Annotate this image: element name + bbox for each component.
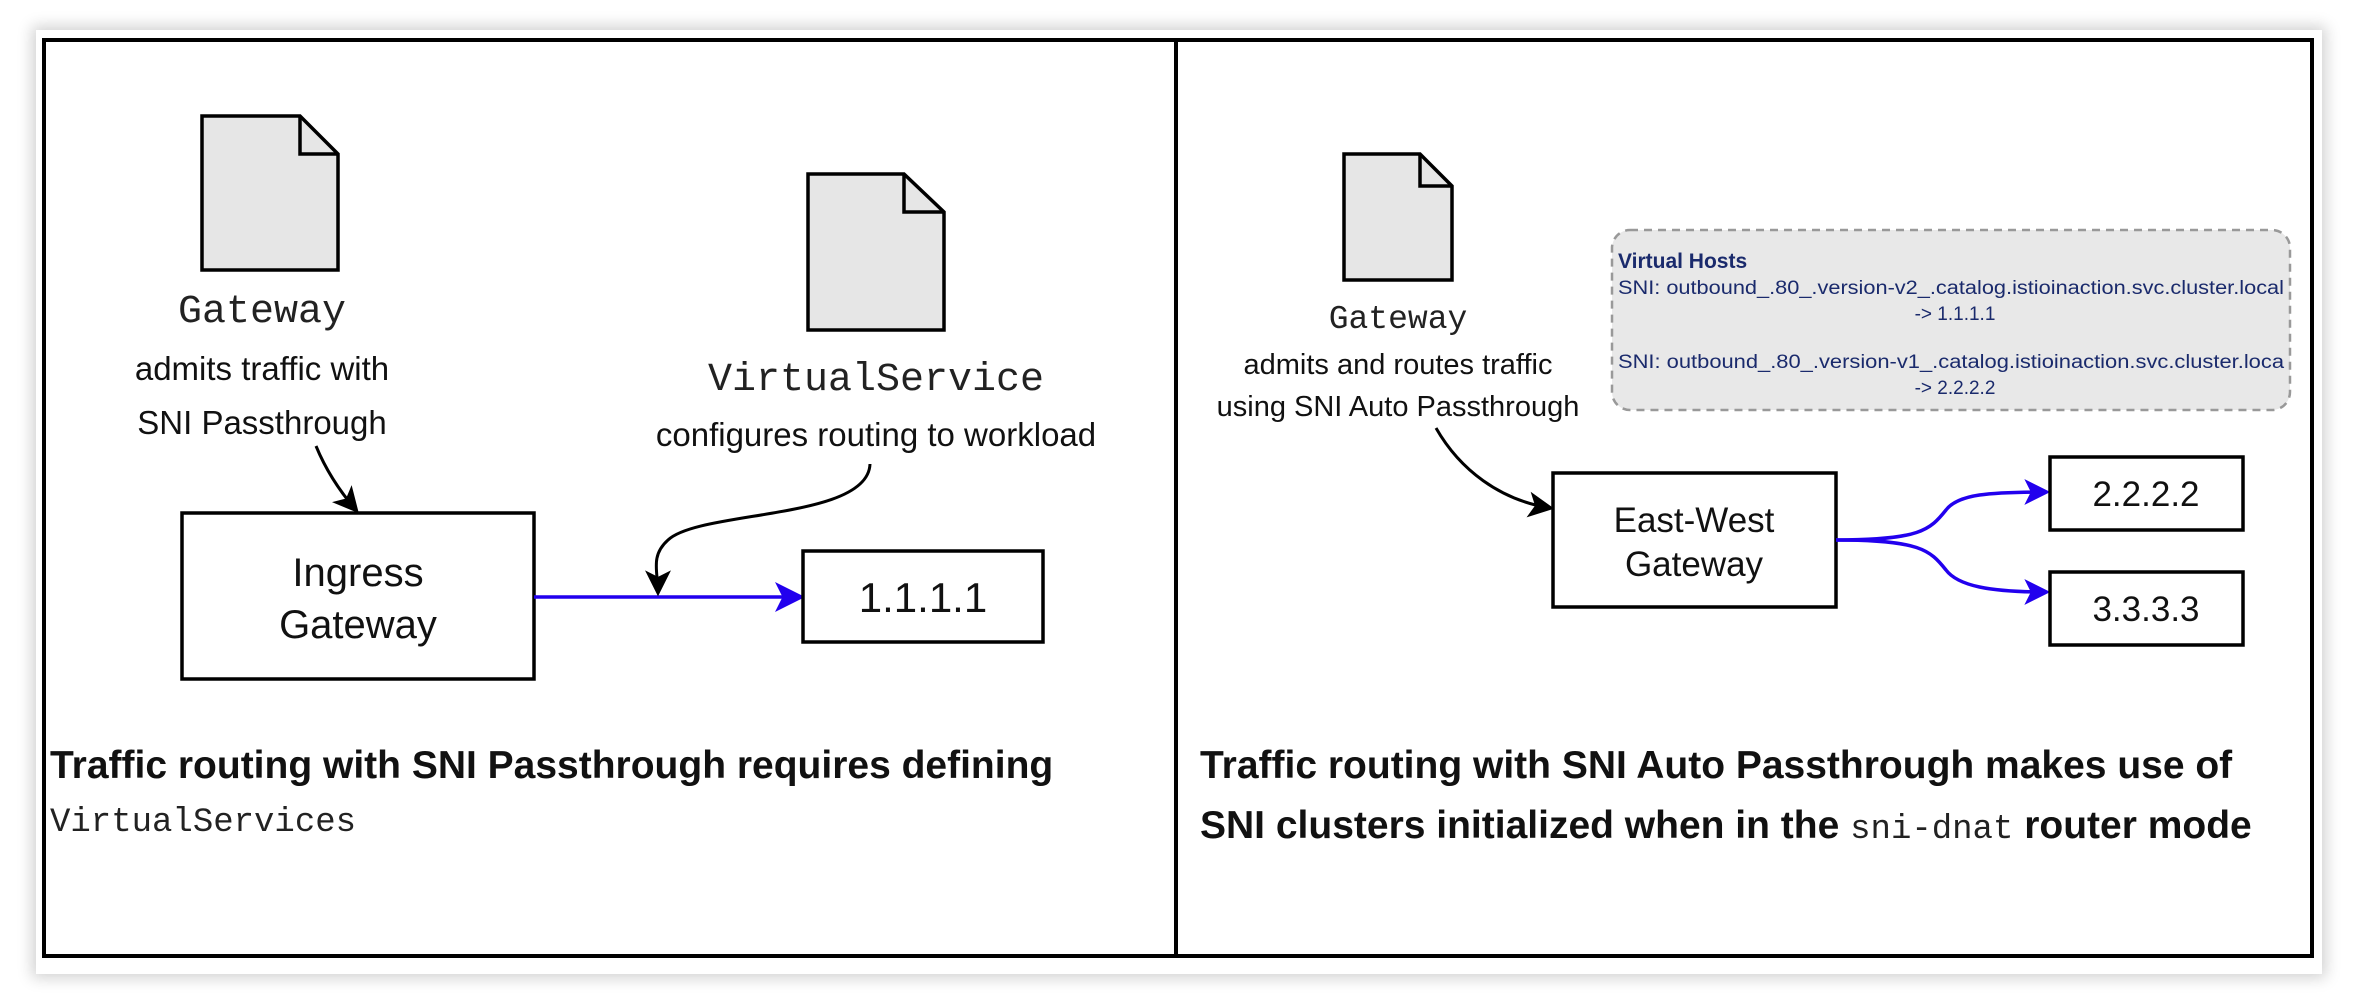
virtual-host-entry1-sni: SNI: outbound_.80_.version-v2_.catalog.i… [1618, 278, 2284, 299]
virtual-host-entry1-target: -> 1.1.1.1 [1915, 304, 1996, 325]
virtualservice-title: VirtualService [708, 358, 1044, 403]
ingress-box-line1: Ingress [292, 551, 423, 595]
arrow-eastwest-to-3333 [1835, 538, 2051, 605]
right-gateway-desc-line1: admits and routes traffic [1244, 349, 1553, 381]
eastwest-box-line2: Gateway [1625, 545, 1764, 584]
target-box-1111 [801, 549, 1045, 644]
left-gateway-desc-line1: admits traffic with [135, 350, 389, 387]
eastwest-gateway-box [1551, 471, 1838, 609]
right-caption-line2-post: router mode [2024, 804, 2252, 847]
arrow-gateway-to-eastwest [1434, 427, 1555, 518]
target-box-3333-label: 3.3.3.3 [2092, 590, 2199, 629]
eastwest-box-line1: East-West [1614, 501, 1775, 540]
right-caption-line1: Traffic routing with SNI Auto Passthroug… [1200, 744, 2233, 787]
target-box-2222-label: 2.2.2.2 [2092, 475, 2199, 514]
left-caption-code: VirtualServices [50, 804, 357, 842]
virtualservice-desc: configures routing to workload [656, 416, 1096, 453]
virtual-hosts-heading: Virtual Hosts [1618, 250, 1747, 273]
target-box-1111-label: 1.1.1.1 [859, 574, 987, 621]
arrow-gateway-to-ingress [314, 445, 359, 514]
left-gateway-doc-icon [200, 114, 340, 272]
arrow-eastwest-to-2222 [1835, 479, 2051, 542]
left-caption-line1: Traffic routing with SNI Passthrough req… [50, 744, 1054, 787]
figure-frame [36, 30, 2322, 974]
right-caption-line2-pre: SNI clusters initialized when in the [1200, 804, 1840, 847]
target-box-2222 [2048, 455, 2245, 532]
right-gateway-desc-line2: using SNI Auto Passthrough [1217, 391, 1580, 423]
right-caption-code: sni-dnat [1850, 811, 2014, 849]
ingress-gateway-box [180, 511, 536, 681]
left-gateway-desc-line2: SNI Passthrough [137, 404, 386, 441]
right-gateway-title: Gateway [1329, 301, 1468, 338]
ingress-box-line2: Gateway [279, 603, 437, 647]
right-caption: Traffic routing with SNI Auto Passthroug… [1200, 736, 2252, 860]
virtual-host-entry2-target: -> 2.2.2.2 [1915, 378, 1996, 399]
right-gateway-doc-icon [1342, 152, 1454, 282]
arrow-virtualservice-to-route [644, 463, 872, 597]
left-virtualservice-doc-icon [806, 172, 946, 332]
target-box-3333 [2048, 570, 2245, 647]
left-caption: Traffic routing with SNI Passthrough req… [50, 736, 1053, 846]
virtual-hosts-box [1610, 228, 2292, 412]
virtual-host-entry2-sni: SNI: outbound_.80_.version-v1_.catalog.i… [1618, 352, 2284, 373]
left-gateway-title: Gateway [178, 290, 346, 335]
